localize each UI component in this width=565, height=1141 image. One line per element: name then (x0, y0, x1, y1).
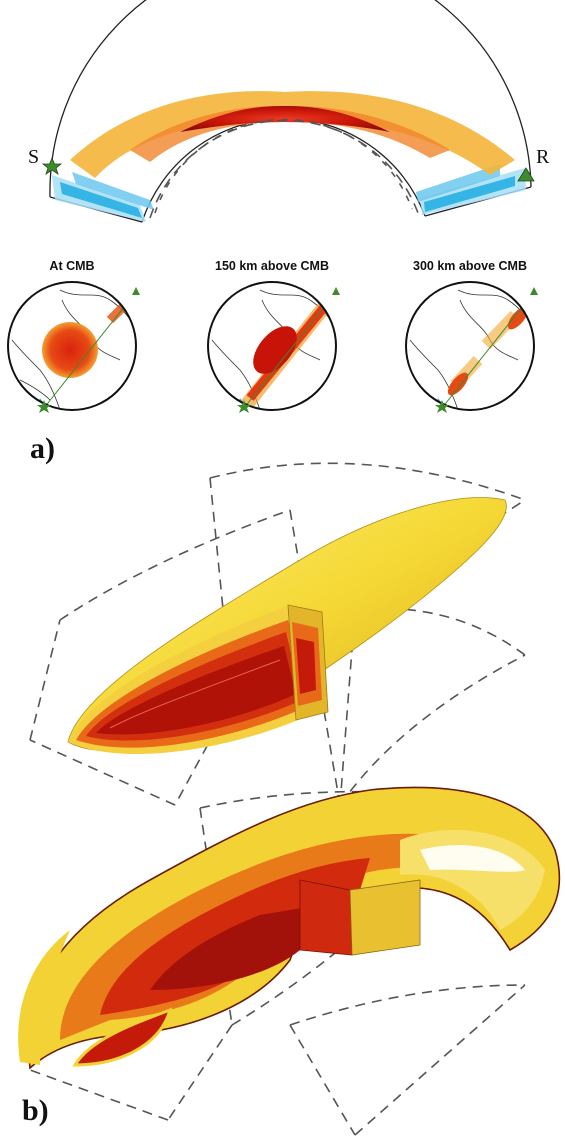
panel-b-label: b) (22, 1094, 49, 1127)
map-300km (405, 281, 538, 413)
earth-surface-arc (49, 0, 532, 198)
upper-3d-kernel (29, 462, 526, 806)
dashed-layer-arc-1 (149, 119, 419, 219)
panel-a-label: a) (30, 432, 55, 465)
map-caption-3: 300 km above CMB (413, 259, 527, 273)
lower-3d-kernel (18, 786, 561, 1136)
receiver-label: R (536, 146, 550, 168)
map-caption-1: At CMB (49, 259, 94, 273)
blue-sensitivity-left (52, 172, 154, 222)
map-150km (207, 281, 340, 413)
orange-sensitivity-band (70, 91, 515, 178)
blue-sensitivity-right (416, 164, 526, 215)
source-label: S (28, 146, 39, 168)
receiver-triangle-icon (517, 167, 535, 182)
source-star-icon (41, 156, 63, 175)
map-caption-2: 150 km above CMB (215, 259, 329, 273)
map-at-cmb (7, 281, 140, 413)
dashed-layer-arc-2 (154, 118, 413, 214)
cross-section-panel: S R (28, 0, 550, 223)
